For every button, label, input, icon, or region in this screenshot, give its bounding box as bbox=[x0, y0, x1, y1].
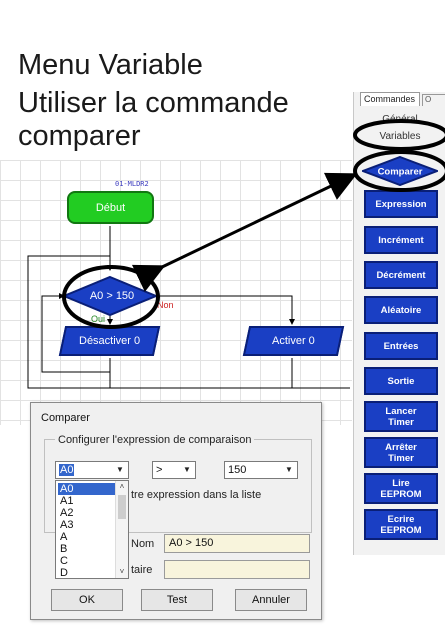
chevron-down-icon[interactable]: ▼ bbox=[285, 465, 293, 474]
increment-command-button[interactable]: Incrément bbox=[364, 226, 438, 254]
test-button[interactable]: Test bbox=[141, 589, 213, 611]
program-id: 01-MLDR2 bbox=[115, 180, 149, 188]
flowchart-connectors bbox=[27, 226, 350, 389]
action-deactivate-label: Désactiver 0 bbox=[78, 335, 141, 347]
chevron-down-icon[interactable]: ▼ bbox=[183, 465, 191, 474]
hint-text: tre expression dans la liste bbox=[131, 489, 262, 501]
slide-title-line-3: comparer bbox=[18, 120, 141, 152]
decrement-command-button[interactable]: Décrément bbox=[364, 261, 438, 289]
ok-button[interactable]: OK bbox=[51, 589, 123, 611]
tab-commandes[interactable]: Commandes bbox=[360, 92, 420, 106]
dropdown-scrollbar[interactable]: ˄ ˅ bbox=[115, 481, 128, 578]
dropdown-option[interactable]: A3 bbox=[60, 519, 74, 531]
name-label: Nom bbox=[131, 538, 155, 550]
slide-title-line-2: Utiliser la commande bbox=[18, 87, 289, 119]
panel-item-general[interactable]: Général bbox=[382, 114, 418, 125]
scrollbar-thumb[interactable] bbox=[118, 495, 126, 519]
read-eeprom-line1: Lire bbox=[392, 477, 410, 489]
chevron-down-icon[interactable]: ▼ bbox=[116, 465, 124, 474]
action-activate-label: Activer 0 bbox=[272, 335, 315, 347]
compare-dialog: Comparer Configurer l'expression de comp… bbox=[30, 402, 322, 620]
dropdown-option[interactable]: C bbox=[60, 555, 68, 567]
cancel-button[interactable]: Annuler bbox=[235, 589, 307, 611]
action-activate-block[interactable]: Activer 0 bbox=[242, 326, 345, 356]
random-command-button[interactable]: Aléatoire bbox=[364, 296, 438, 324]
write-eeprom-line1: Ecrire bbox=[387, 513, 415, 525]
tab-other[interactable]: O bbox=[422, 94, 445, 106]
no-branch-label: Non bbox=[157, 300, 174, 310]
compare-command-label: Comparer bbox=[378, 167, 423, 178]
dropdown-option[interactable]: A0 bbox=[58, 483, 116, 495]
action-deactivate-block[interactable]: Désactiver 0 bbox=[58, 326, 161, 356]
read-eeprom-line2: EEPROM bbox=[380, 488, 422, 500]
stop-timer-line1: Arrêter bbox=[385, 441, 417, 453]
variable-combobox[interactable]: A0 ▼ bbox=[55, 461, 129, 479]
operator-value: > bbox=[156, 464, 163, 476]
condition-label: A0 > 150 bbox=[89, 290, 135, 302]
inputs-command-button[interactable]: Entrées bbox=[364, 332, 438, 360]
variable-dropdown-list[interactable]: A0 A1 A2 A3 A B C D ˄ ˅ bbox=[55, 480, 129, 579]
dialog-title: Comparer bbox=[41, 412, 90, 424]
operand-value: 150 bbox=[228, 464, 247, 476]
groupbox-label: Configurer l'expression de comparaison bbox=[55, 434, 255, 446]
chevron-up-icon[interactable]: ˄ bbox=[119, 482, 125, 491]
write-eeprom-line2: EEPROM bbox=[380, 524, 422, 536]
dropdown-option[interactable]: A2 bbox=[60, 507, 74, 519]
yes-branch-label: Oui bbox=[91, 314, 106, 324]
operand-combobox[interactable]: 150 ▼ bbox=[224, 461, 298, 479]
start-timer-line1: Lancer bbox=[385, 405, 417, 417]
dropdown-option[interactable]: D bbox=[60, 567, 68, 579]
dropdown-option[interactable]: A1 bbox=[60, 495, 74, 507]
comment-field[interactable] bbox=[164, 560, 310, 579]
expression-command-button[interactable]: Expression bbox=[364, 190, 438, 218]
chevron-down-icon[interactable]: ˅ bbox=[119, 567, 125, 576]
name-field[interactable]: A0 > 150 bbox=[164, 534, 310, 553]
stop-timer-line2: Timer bbox=[388, 452, 414, 464]
panel-item-variables[interactable]: Variables bbox=[379, 131, 421, 142]
start-timer-line2: Timer bbox=[388, 416, 414, 428]
slide-title-line-1: Menu Variable bbox=[18, 49, 203, 81]
start-block[interactable]: Début bbox=[67, 191, 154, 224]
comment-label: taire bbox=[131, 564, 153, 576]
dropdown-option[interactable]: A bbox=[60, 531, 68, 543]
operator-combobox[interactable]: > ▼ bbox=[152, 461, 196, 479]
variable-value: A0 bbox=[59, 464, 75, 476]
dropdown-option[interactable]: B bbox=[60, 543, 68, 555]
output-command-button[interactable]: Sortie bbox=[364, 367, 438, 395]
compare-command-button[interactable]: Comparer bbox=[362, 156, 438, 186]
